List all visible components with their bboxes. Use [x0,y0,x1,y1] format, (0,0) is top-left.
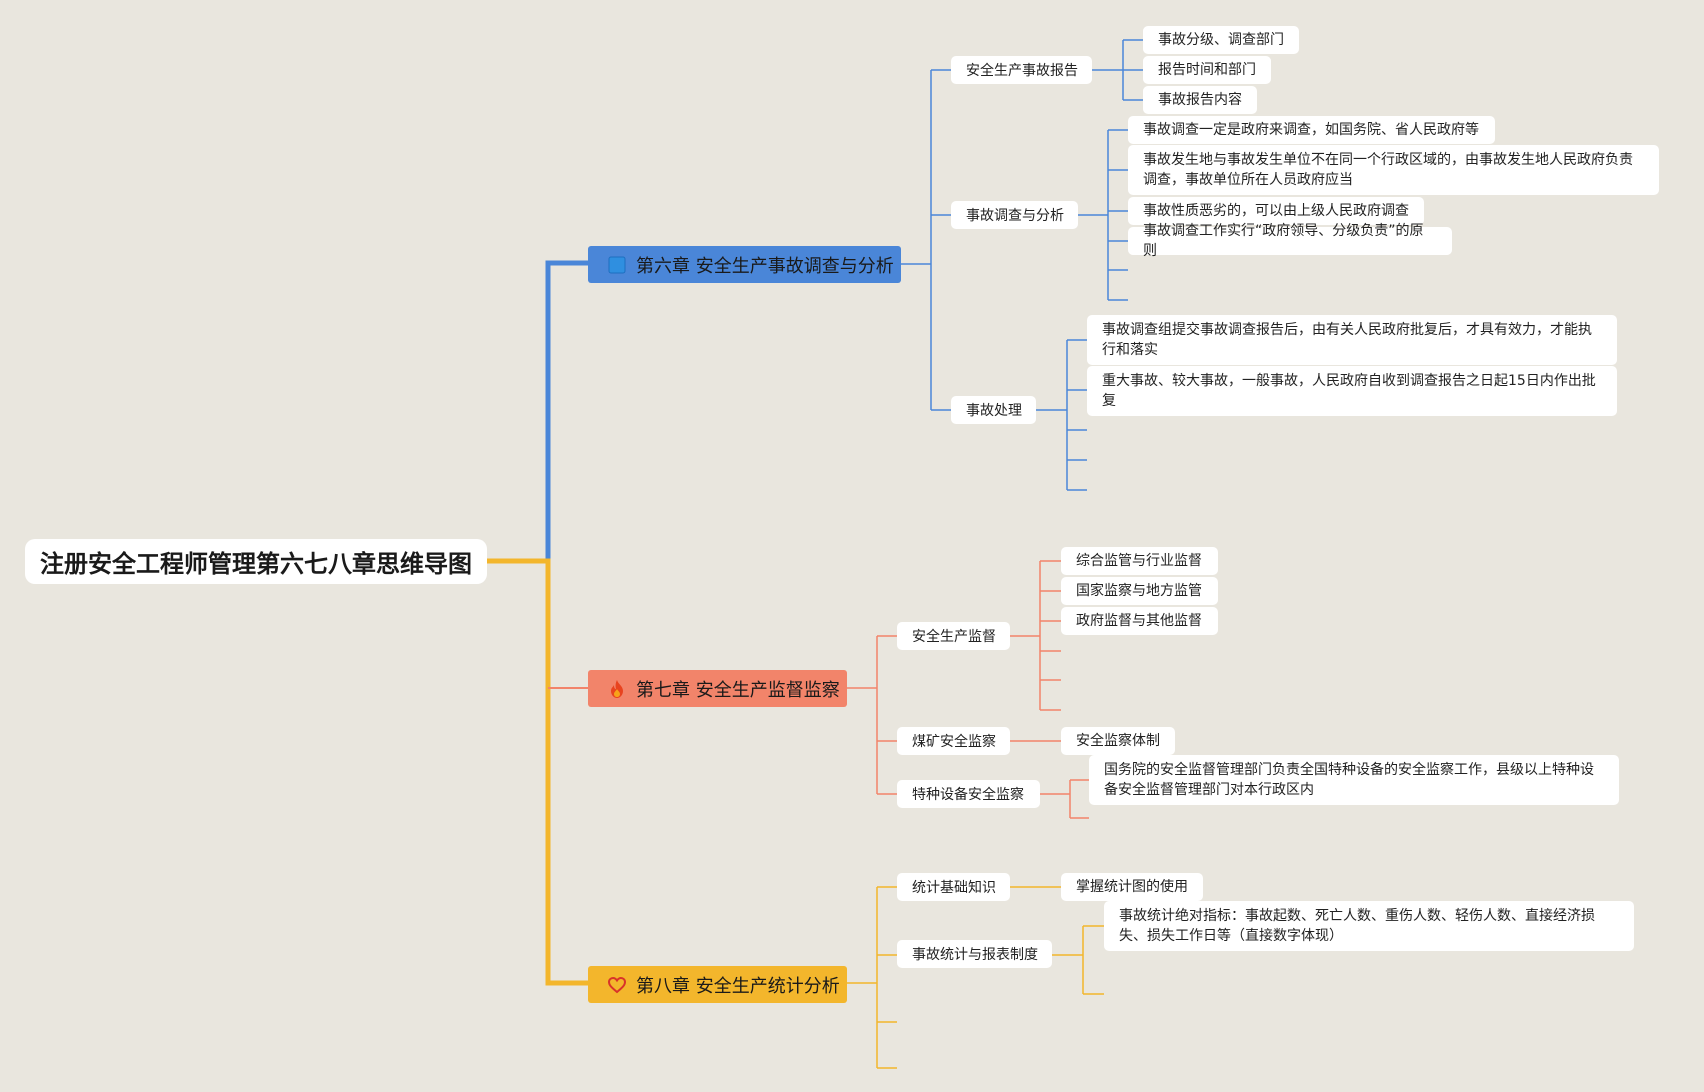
ch6-report-item-1[interactable]: 事故分级、调查部门 [1143,26,1299,54]
ch6-handling-item-1[interactable]: 事故调查组提交事故调查报告后，由有关人民政府批复后，才具有效力，才能执行和落实 [1087,315,1617,365]
ch6-section-accident-report[interactable]: 安全生产事故报告 [951,56,1092,84]
ch6-section-investigation[interactable]: 事故调查与分析 [951,201,1078,229]
section-label: 事故统计与报表制度 [912,947,1038,963]
leaf-label: 事故统计绝对指标：事故起数、死亡人数、重伤人数、轻伤人数、直接经济损失、损失工作… [1119,908,1595,944]
leaf-label: 国务院的安全监督管理部门负责全国特种设备的安全监察工作，县级以上特种设备安全监督… [1104,762,1594,798]
ch7-supervision-item-3[interactable]: 政府监督与其他监督 [1061,607,1218,635]
chapter-8-topic[interactable]: 第八章 安全生产统计分析 [588,966,847,1003]
ch8-section-reporting-system[interactable]: 事故统计与报表制度 [897,940,1052,968]
section-label: 事故处理 [966,403,1022,419]
chapter-7-topic[interactable]: 第七章 安全生产监督监察 [588,670,847,707]
ch8-section-statistics-basics[interactable]: 统计基础知识 [897,873,1010,901]
heart-outline-icon [606,974,628,996]
leaf-label: 政府监督与其他监督 [1076,613,1202,629]
ch8-basics-item-1[interactable]: 掌握统计图的使用 [1061,873,1203,901]
ch7-section-coal-mine[interactable]: 煤矿安全监察 [897,727,1010,755]
ch6-section-handling[interactable]: 事故处理 [951,396,1036,424]
ch7-supervision-item-2[interactable]: 国家监察与地方监管 [1061,577,1218,605]
section-label: 安全生产监督 [912,629,996,645]
ch7-supervision-item-1[interactable]: 综合监管与行业监督 [1061,547,1218,575]
ch7-section-supervision[interactable]: 安全生产监督 [897,622,1010,650]
leaf-label: 重大事故、较大事故，一般事故，人民政府自收到调查报告之日起15日内作出批复 [1102,373,1596,409]
leaf-label: 掌握统计图的使用 [1076,879,1188,895]
chapter-7-title: 第七章 安全生产监督监察 [636,679,840,701]
fire-icon [606,678,628,700]
leaf-label: 事故调查组提交事故调查报告后，由有关人民政府批复后，才具有效力，才能执行和落实 [1102,322,1592,358]
section-label: 安全生产事故报告 [966,63,1078,79]
ch6-investigation-item-4[interactable]: 事故调查工作实行“政府领导、分级负责”的原则 [1128,223,1452,259]
ch6-handling-item-2[interactable]: 重大事故、较大事故，一般事故，人民政府自收到调查报告之日起15日内作出批复 [1087,366,1617,416]
leaf-label: 事故调查一定是政府来调查，如国务院、省人民政府等 [1143,122,1479,138]
ch7-section-special-equipment[interactable]: 特种设备安全监察 [897,780,1040,808]
section-label: 事故调查与分析 [966,208,1064,224]
root-title: 注册安全工程师管理第六七八章思维导图 [40,550,472,578]
section-label: 特种设备安全监察 [912,787,1024,803]
ch8-reporting-item-1[interactable]: 事故统计绝对指标：事故起数、死亡人数、重伤人数、轻伤人数、直接经济损失、损失工作… [1104,901,1634,951]
leaf-label: 综合监管与行业监督 [1076,553,1202,569]
ch6-investigation-item-1[interactable]: 事故调查一定是政府来调查，如国务院、省人民政府等 [1128,116,1495,144]
leaf-label: 事故性质恶劣的，可以由上级人民政府调查 [1143,203,1409,219]
leaf-label: 事故报告内容 [1158,92,1242,108]
chapter-8-title: 第八章 安全生产统计分析 [636,975,840,997]
leaf-label: 国家监察与地方监管 [1076,583,1202,599]
ch6-investigation-item-3[interactable]: 事故性质恶劣的，可以由上级人民政府调查 [1128,197,1424,225]
leaf-label: 安全监察体制 [1076,733,1160,749]
ch6-report-item-2[interactable]: 报告时间和部门 [1143,56,1271,84]
ch6-report-item-3[interactable]: 事故报告内容 [1143,86,1257,114]
leaf-label: 事故分级、调查部门 [1158,32,1284,48]
root-topic[interactable]: 注册安全工程师管理第六七八章思维导图 [25,539,487,584]
ch6-investigation-item-2[interactable]: 事故发生地与事故发生单位不在同一个行政区域的，由事故发生地人民政府负责调查，事故… [1128,145,1659,195]
chapter-6-title: 第六章 安全生产事故调查与分析 [636,255,894,277]
ch7-coal-mine-item-1[interactable]: 安全监察体制 [1061,727,1175,755]
chapter-6-topic[interactable]: 第六章 安全生产事故调查与分析 [588,246,901,283]
leaf-label: 报告时间和部门 [1158,62,1256,78]
section-label: 煤矿安全监察 [912,734,996,750]
leaf-label: 事故调查工作实行“政府领导、分级负责”的原则 [1143,223,1424,259]
section-label: 统计基础知识 [912,880,996,896]
ch7-special-equipment-item-1[interactable]: 国务院的安全监督管理部门负责全国特种设备的安全监察工作，县级以上特种设备安全监督… [1089,755,1619,805]
leaf-label: 事故发生地与事故发生单位不在同一个行政区域的，由事故发生地人民政府负责调查，事故… [1143,152,1633,188]
blue-square-icon [606,254,628,276]
